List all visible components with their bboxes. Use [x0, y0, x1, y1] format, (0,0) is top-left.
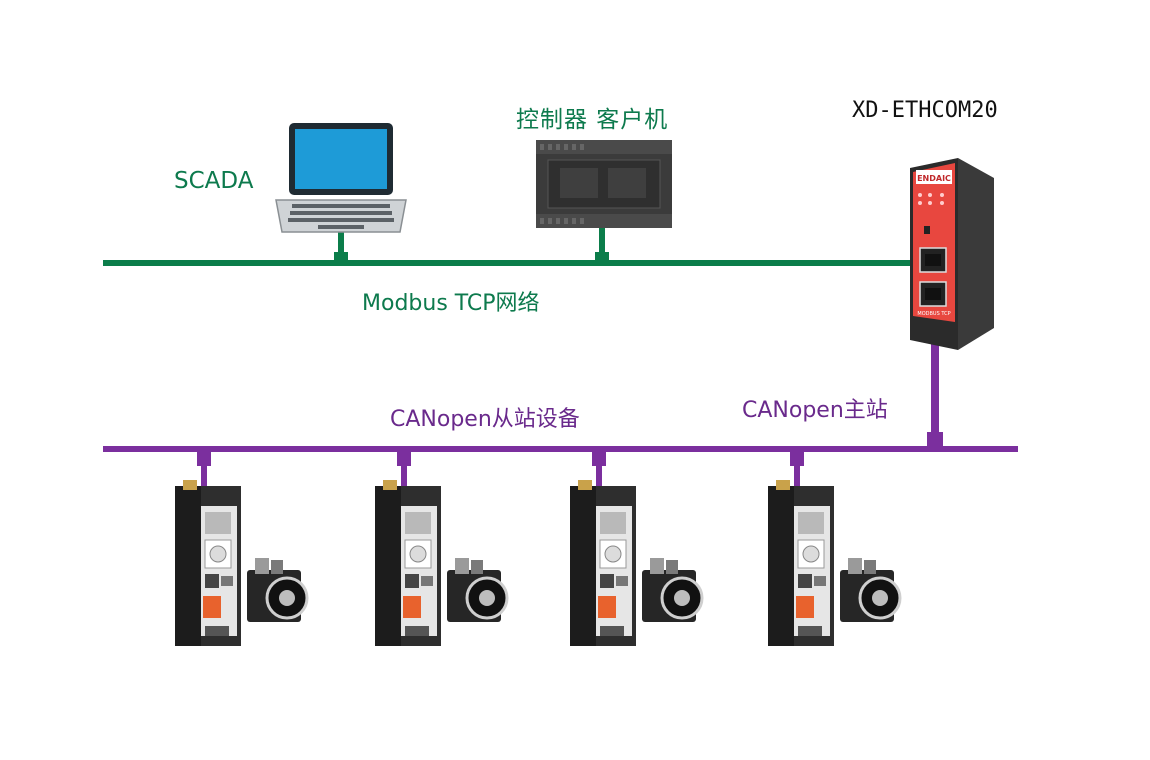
- servo-drive-1-icon: [173, 478, 309, 648]
- scada-label: SCADA: [174, 168, 254, 194]
- scada-bus-tap: [334, 252, 348, 266]
- laptop-icon: [275, 123, 407, 233]
- modbus-network-label: Modbus TCP网络: [362, 291, 540, 316]
- controller-bus-tap: [595, 252, 609, 266]
- gateway-device-icon: ENDAIC MODBUS TCP: [910, 158, 994, 350]
- canopen-slaves-label: CANopen从站设备: [390, 407, 580, 432]
- servo-drive-3-icon: [568, 478, 704, 648]
- slave-4-tap: [790, 452, 804, 466]
- gateway-model-label: XD-ETHCOM20: [852, 98, 998, 123]
- slave-3-tap: [592, 452, 606, 466]
- gateway-canopen-connector: [931, 340, 939, 440]
- slave-1-link: [201, 464, 207, 488]
- servo-drive-4-icon: [766, 478, 902, 648]
- slave-1-tap: [197, 452, 211, 466]
- slave-4-link: [794, 464, 800, 488]
- canopen-master-label: CANopen主站: [742, 398, 888, 423]
- servo-drive-2-icon: [373, 478, 509, 648]
- gateway-port-label: MODBUS TCP: [917, 311, 950, 317]
- slave-connectors: [197, 452, 804, 488]
- gateway-bus-tap: [927, 432, 943, 448]
- controller-connector: [599, 228, 605, 254]
- slave-3-link: [596, 464, 602, 488]
- controller-label: 控制器 客户机: [516, 107, 669, 133]
- scada-connector: [338, 232, 344, 254]
- plc-controller-icon: [536, 140, 672, 228]
- slave-2-tap: [397, 452, 411, 466]
- slave-2-link: [401, 464, 407, 488]
- gateway-brand: ENDAIC: [917, 174, 951, 183]
